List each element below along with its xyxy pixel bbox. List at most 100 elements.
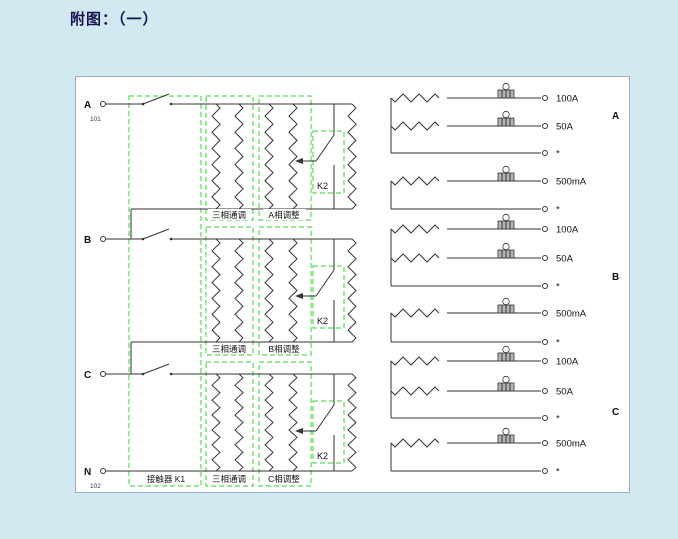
output-terminal — [542, 440, 548, 446]
k2-relay-box-a — [312, 130, 345, 194]
k2-relay-box-c — [312, 400, 345, 464]
adjust-winding-a1 — [264, 103, 274, 210]
secondary-winding — [390, 224, 440, 234]
secondary-winding — [390, 253, 440, 263]
secondary-winding — [390, 308, 440, 318]
terminal-c — [100, 371, 106, 377]
dashed-enclosures — [128, 95, 345, 487]
contactor-box — [128, 95, 202, 487]
k2-relay-box-b — [312, 265, 345, 329]
adjust-winding-c2 — [288, 373, 298, 472]
output-label: 100A — [556, 357, 579, 368]
output-terminal — [542, 178, 548, 184]
phase-b-section: B — [84, 213, 619, 374]
contactor-box-label: 接触器 K1 — [147, 474, 186, 484]
phase-adjust-box-c — [258, 361, 312, 487]
output-terminal — [542, 415, 548, 421]
common-winding-b1 — [211, 238, 221, 343]
output-label: * — [556, 149, 560, 160]
label-background — [208, 473, 251, 484]
output-terminal — [542, 95, 548, 101]
label-background — [263, 209, 306, 220]
common-winding-a1 — [211, 103, 221, 210]
common-adjust-box-b — [205, 226, 254, 356]
output-label: 50A — [556, 387, 574, 398]
k2-switch-b — [315, 269, 335, 297]
wires-phase-b — [105, 228, 541, 374]
adjust-box-label-b: B相调整 — [268, 344, 300, 354]
secondary-winding — [390, 93, 440, 103]
output-terminal — [542, 150, 548, 156]
fuse-icon — [497, 345, 515, 362]
contact-point — [141, 372, 145, 376]
terminal-a-label: A — [84, 100, 91, 111]
label-background — [208, 343, 251, 354]
k2-label-a: K2 — [317, 181, 328, 191]
k2-switch-c — [315, 404, 335, 432]
phase-adjust-box-b — [258, 226, 312, 356]
adjust-winding-b2 — [288, 238, 298, 343]
contact-point — [169, 372, 173, 376]
common-box-label-b: 三相通调 — [212, 344, 246, 354]
output-label: * — [556, 205, 560, 216]
adjust-winding-b1 — [264, 238, 274, 343]
wiper-arrow-b — [295, 293, 303, 299]
wires-phase-c — [105, 360, 541, 472]
adjust-box-label-a: A相调整 — [268, 210, 300, 220]
common-box-label-a: 三相通调 — [212, 210, 246, 220]
fuse-icon — [497, 110, 515, 127]
secondary-winding — [390, 176, 440, 186]
k2-label-c: K2 — [317, 451, 328, 461]
output-label: 500mA — [556, 439, 587, 450]
output-label: 100A — [556, 225, 579, 236]
output-label: * — [556, 414, 560, 425]
wiper-arrow-a — [295, 158, 303, 164]
fuse-icon — [497, 213, 515, 230]
adjust-box-label-c: C相调整 — [268, 474, 300, 484]
phase-a-section: A 101 — [84, 82, 619, 239]
output-terminal — [542, 388, 548, 394]
output-terminal — [542, 123, 548, 129]
output-label: * — [556, 467, 560, 478]
neutral-section: N 102 — [84, 467, 352, 490]
output-terminal — [542, 255, 548, 261]
terminal-a — [100, 101, 106, 107]
secondary-winding — [390, 438, 440, 448]
label-background — [263, 343, 306, 354]
common-winding-c1 — [211, 373, 221, 472]
output-terminal — [542, 339, 548, 345]
terminal-b-label: B — [84, 235, 91, 246]
output-terminal — [542, 206, 548, 212]
label-background — [208, 209, 251, 220]
contactor-k1-contact-b — [142, 228, 170, 240]
wiper-arrow-c — [295, 428, 303, 434]
output-terminal — [542, 468, 548, 474]
output-label: * — [556, 282, 560, 293]
contact-point — [141, 237, 145, 241]
terminal-n-number: 102 — [90, 483, 101, 490]
schematic-panel: A 101 — [75, 76, 630, 493]
right-phase-label-a: A — [612, 111, 619, 122]
contact-point — [169, 102, 173, 106]
right-phase-label-b: B — [612, 272, 619, 283]
fuse-icon — [497, 242, 515, 259]
output-label: 50A — [556, 254, 574, 265]
fuse-icon — [497, 297, 515, 314]
label-background — [263, 473, 306, 484]
terminal-n-label: N — [84, 467, 91, 478]
figure-title: 附图：（一） — [70, 11, 159, 28]
contact-point — [141, 102, 145, 106]
contactor-k1-contact-c — [142, 363, 170, 375]
common-adjust-box-c — [205, 361, 254, 487]
fuse-icon — [497, 375, 515, 392]
transformer-primary-a — [347, 103, 357, 210]
common-box-label-c: 三相通调 — [212, 474, 246, 484]
phase-c-section: C — [84, 345, 619, 478]
circuit-schematic: A 101 — [84, 82, 619, 490]
terminal-c-label: C — [84, 370, 91, 381]
output-label: 100A — [556, 94, 579, 105]
box-labels: 接触器 K1 三相通调 A相调整 三相通调 B相调整 三相通调 C相调整 K2 … — [138, 181, 328, 485]
k2-label-b: K2 — [317, 316, 328, 326]
transformer-primary-c — [347, 373, 357, 472]
adjust-winding-a2 — [288, 103, 298, 210]
